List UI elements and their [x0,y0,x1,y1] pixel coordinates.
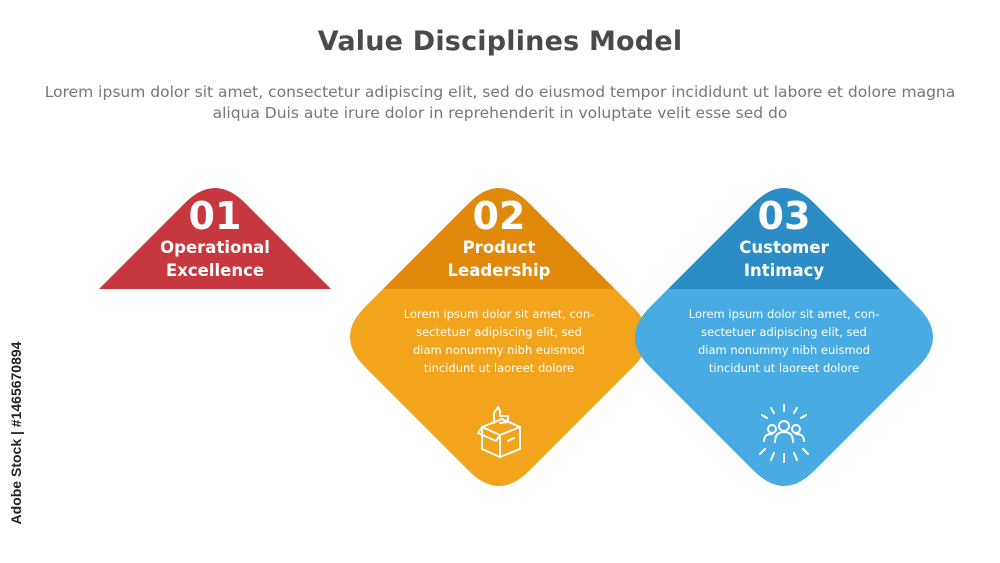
card-3-name-line2: Intimacy [743,261,825,280]
card-1-number: 01 [188,194,242,238]
gear-check-icon [182,398,242,458]
card-1-text-line: diam nonummy nibh euismod [129,343,301,357]
card-1-description: Lorem ipsum dolor sit amet, con- sectetu… [95,305,335,377]
card-3-description: Lorem ipsum dolor sit amet, con- sectetu… [664,305,904,377]
adobe-stock-watermark: Adobe Stock | #1465670894 [4,318,28,548]
box-thumbs-up-icon [477,406,521,458]
card-3-text-line: Lorem ipsum dolor sit amet, con- [688,307,880,321]
card-3-text-line: tincidunt ut laoreet dolore [708,361,860,375]
card-1-text-line: Lorem ipsum dolor sit amet, con- [119,307,311,321]
card-3-text-line: diam nonummy nibh euismod [698,343,870,357]
card-3-name-line1: Customer [739,238,829,257]
card-2-text-line: Lorem ipsum dolor sit amet, con- [403,307,595,321]
card-1-text-line: sectetuer adipiscing elit, sed [132,325,298,339]
card-2-text-line: diam nonummy nibh euismod [413,343,585,357]
card-2-description: Lorem ipsum dolor sit amet, con- sectetu… [379,305,619,377]
card-1-text-line: tincidunt ut laoreet dolore [139,361,291,375]
card-3-header: 03 Customer Intimacy [684,196,884,282]
card-2-number: 02 [472,194,526,238]
card-1-name-line1: Operational [160,238,270,257]
card-2-text-line: tincidunt ut laoreet dolore [423,361,575,375]
page-subtitle: Lorem ipsum dolor sit amet, consectetur … [44,83,956,122]
card-1-name-line2: Excellence [165,261,265,280]
card-2-name-line2: Leadership [447,261,551,280]
card-3-text-line: sectetuer adipiscing elit, sed [701,325,867,339]
people-group-icon [759,404,809,463]
card-2-header: 02 Product Leadership [399,196,599,282]
page-title: Value Disciplines Model [317,26,683,57]
card-2-text-line: sectetuer adipiscing elit, sed [416,325,582,339]
card-3-number: 03 [757,194,811,238]
watermark-text: Adobe Stock | #1465670894 [8,341,24,525]
card-1-header: 01 Operational Excellence [115,196,315,282]
card-2-name-line1: Product [462,238,536,257]
